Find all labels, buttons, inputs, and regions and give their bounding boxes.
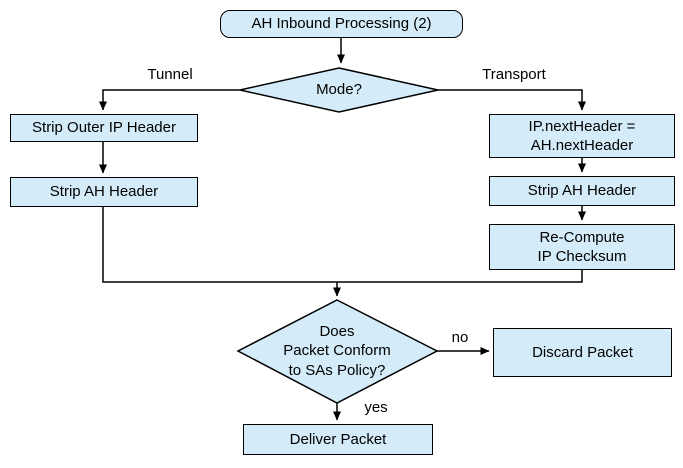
discard-packet-node: Discard Packet bbox=[493, 328, 672, 377]
edge-transport-merge bbox=[337, 270, 583, 283]
mode-decision-diamond bbox=[239, 67, 439, 113]
deliver-packet-node: Deliver Packet bbox=[243, 424, 433, 455]
policy-decision-diamond bbox=[236, 299, 439, 404]
ip-nextheader-node: IP.nextHeader = AH.nextHeader bbox=[489, 114, 675, 158]
edge-mode-to-strip-outer bbox=[99, 89, 240, 111]
recompute-ip-checksum-node: Re-Compute IP Checksum bbox=[489, 224, 675, 270]
transport-branch-label: Transport bbox=[482, 66, 546, 83]
tunnel-branch-label: Tunnel bbox=[147, 66, 193, 83]
strip-ah-header-tunnel-node: Strip AH Header bbox=[10, 177, 198, 207]
strip-ah-header-transport-node: Strip AH Header bbox=[489, 176, 675, 206]
no-branch-label: no bbox=[451, 329, 469, 346]
start-node: AH Inbound Processing (2) bbox=[220, 10, 463, 38]
yes-branch-label: yes bbox=[364, 399, 388, 416]
edge-mode-to-ip-next bbox=[438, 89, 586, 111]
connectors bbox=[99, 38, 586, 421]
edge-tunnel-merge bbox=[102, 207, 337, 283]
strip-outer-ip-header-node: Strip Outer IP Header bbox=[10, 114, 198, 142]
